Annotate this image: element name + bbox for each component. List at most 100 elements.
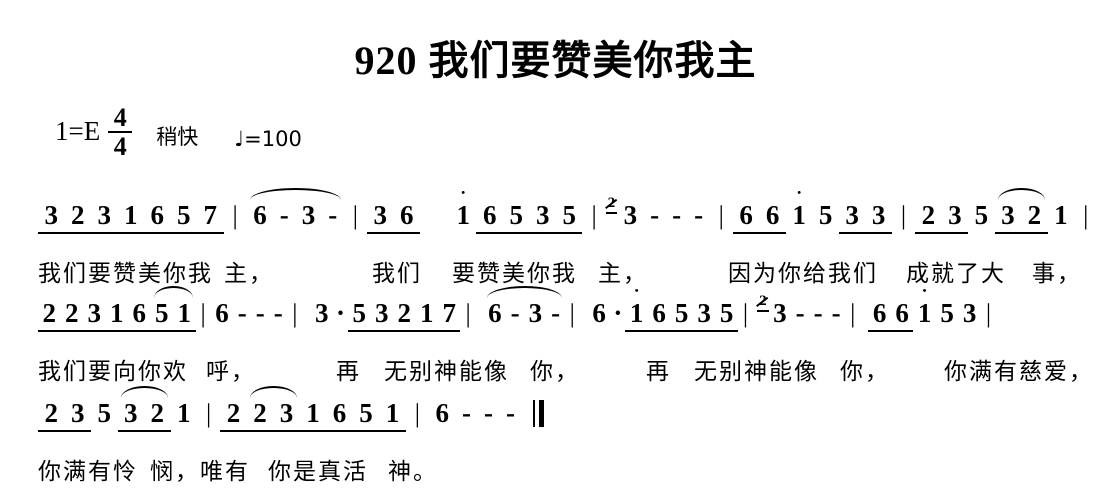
lyric-segment: 我们要向你欢	[38, 359, 188, 384]
note-number: 2	[150, 398, 165, 428]
note: -	[499, 398, 521, 430]
note: 1	[1048, 200, 1075, 232]
note: -	[791, 298, 809, 330]
barline: |	[900, 201, 907, 230]
note-number: 2	[226, 398, 241, 428]
lyrics-row: 你满有怜悯，唯有你是真活神。	[0, 452, 1111, 484]
note-number: 3	[528, 298, 543, 328]
song-title: 920 我们要赞美你我主	[354, 38, 757, 83]
barline: |	[200, 299, 206, 328]
note: 2	[60, 298, 83, 332]
barline: |	[850, 299, 856, 328]
note-number: 3	[948, 200, 962, 230]
note-number: 5	[177, 200, 191, 230]
note-number: 3	[314, 298, 329, 328]
note-number: 3	[697, 298, 711, 328]
slur	[487, 286, 562, 298]
meter-numerator: 4	[113, 103, 127, 132]
note-number: 7	[203, 200, 218, 230]
note: 6	[484, 298, 507, 330]
note: 2	[220, 398, 247, 432]
note: 3	[370, 298, 393, 332]
lyric-segment: 主，	[598, 261, 648, 286]
note: 6	[393, 200, 420, 234]
note-number: -	[483, 398, 493, 428]
lyric-segment: 我们	[372, 261, 422, 286]
note-number: 5	[155, 298, 169, 328]
note-number: 1	[110, 298, 124, 328]
note: -	[809, 298, 827, 330]
note-number: 1	[124, 200, 138, 230]
note: 2	[392, 298, 416, 332]
note: -	[233, 298, 251, 330]
note-number: 6	[872, 298, 887, 328]
lyric-segment: 因为你给我们	[728, 261, 878, 286]
note-number: -	[795, 298, 805, 328]
octave-dot: •	[634, 285, 639, 297]
note-number: 1	[792, 200, 806, 230]
barline: |	[352, 201, 358, 230]
note: 1	[379, 398, 406, 432]
note: -	[506, 298, 524, 330]
final-barline	[533, 400, 545, 427]
note-number: 1	[456, 200, 470, 230]
note: 1	[105, 298, 128, 332]
note: 3	[310, 298, 333, 330]
note: 6	[759, 200, 786, 234]
lyric-segment: 神。	[388, 459, 438, 484]
note-number: 6	[332, 398, 347, 428]
note-number: 6	[253, 200, 267, 230]
note-number: 2	[42, 298, 57, 328]
note-number: 3	[279, 398, 294, 428]
note: 3	[273, 398, 300, 432]
note-number: 5	[974, 200, 989, 230]
octave-dot: •	[922, 285, 927, 297]
note: -	[477, 398, 499, 430]
note: 1	[173, 298, 196, 332]
note: 5	[555, 200, 583, 234]
note-number: 6	[399, 200, 414, 230]
note-number: 5	[509, 200, 523, 230]
barline: |	[206, 399, 212, 428]
note: 5	[150, 298, 173, 332]
note-number: 5	[352, 298, 366, 328]
tempo-text: 稍快	[156, 125, 199, 149]
note: 3	[838, 200, 866, 234]
note-number: -	[237, 298, 247, 328]
note-number: 3	[71, 398, 85, 428]
note: 5	[670, 298, 693, 332]
note: 3	[692, 298, 716, 332]
music-header: 1=E 4 4 稍快 ♩=100	[55, 100, 302, 161]
barline: |	[985, 299, 992, 328]
note-number: 6	[765, 200, 780, 230]
note-number: 6	[592, 298, 606, 328]
note: -	[547, 298, 565, 330]
note-number: 2	[44, 398, 59, 428]
note-number: 2	[71, 200, 85, 230]
grace-note: 2	[605, 196, 618, 214]
note-number: 5	[940, 298, 954, 328]
note: 5	[715, 298, 738, 332]
note: 3	[295, 200, 322, 232]
note-number: 6	[482, 200, 497, 230]
note: 1	[117, 200, 144, 234]
lyric-segment: 我们要赞美你我	[38, 261, 213, 286]
meter-denominator: 4	[113, 132, 127, 161]
note-number: 3	[1001, 200, 1015, 230]
lyric-segment: 你满有慈爱，	[944, 359, 1094, 384]
note-number: 5	[97, 398, 112, 428]
note-number: 2	[1027, 200, 1042, 230]
note-number: 5	[719, 298, 734, 328]
note-number: -	[273, 298, 283, 328]
barline: |	[292, 299, 298, 328]
lyrics-row: 我们要赞美你我主，我们要赞美你我主，因为你给我们成就了大事，	[0, 254, 1111, 286]
lyric-segment: 你，	[530, 359, 580, 384]
metronome-mark: ♩=100	[234, 127, 302, 151]
note: 6	[476, 200, 503, 234]
note: 6	[647, 298, 671, 332]
lyric-segment: 再	[646, 359, 671, 384]
note-number: 3	[773, 298, 787, 328]
lyric-segment: 你满有怜	[38, 459, 138, 484]
